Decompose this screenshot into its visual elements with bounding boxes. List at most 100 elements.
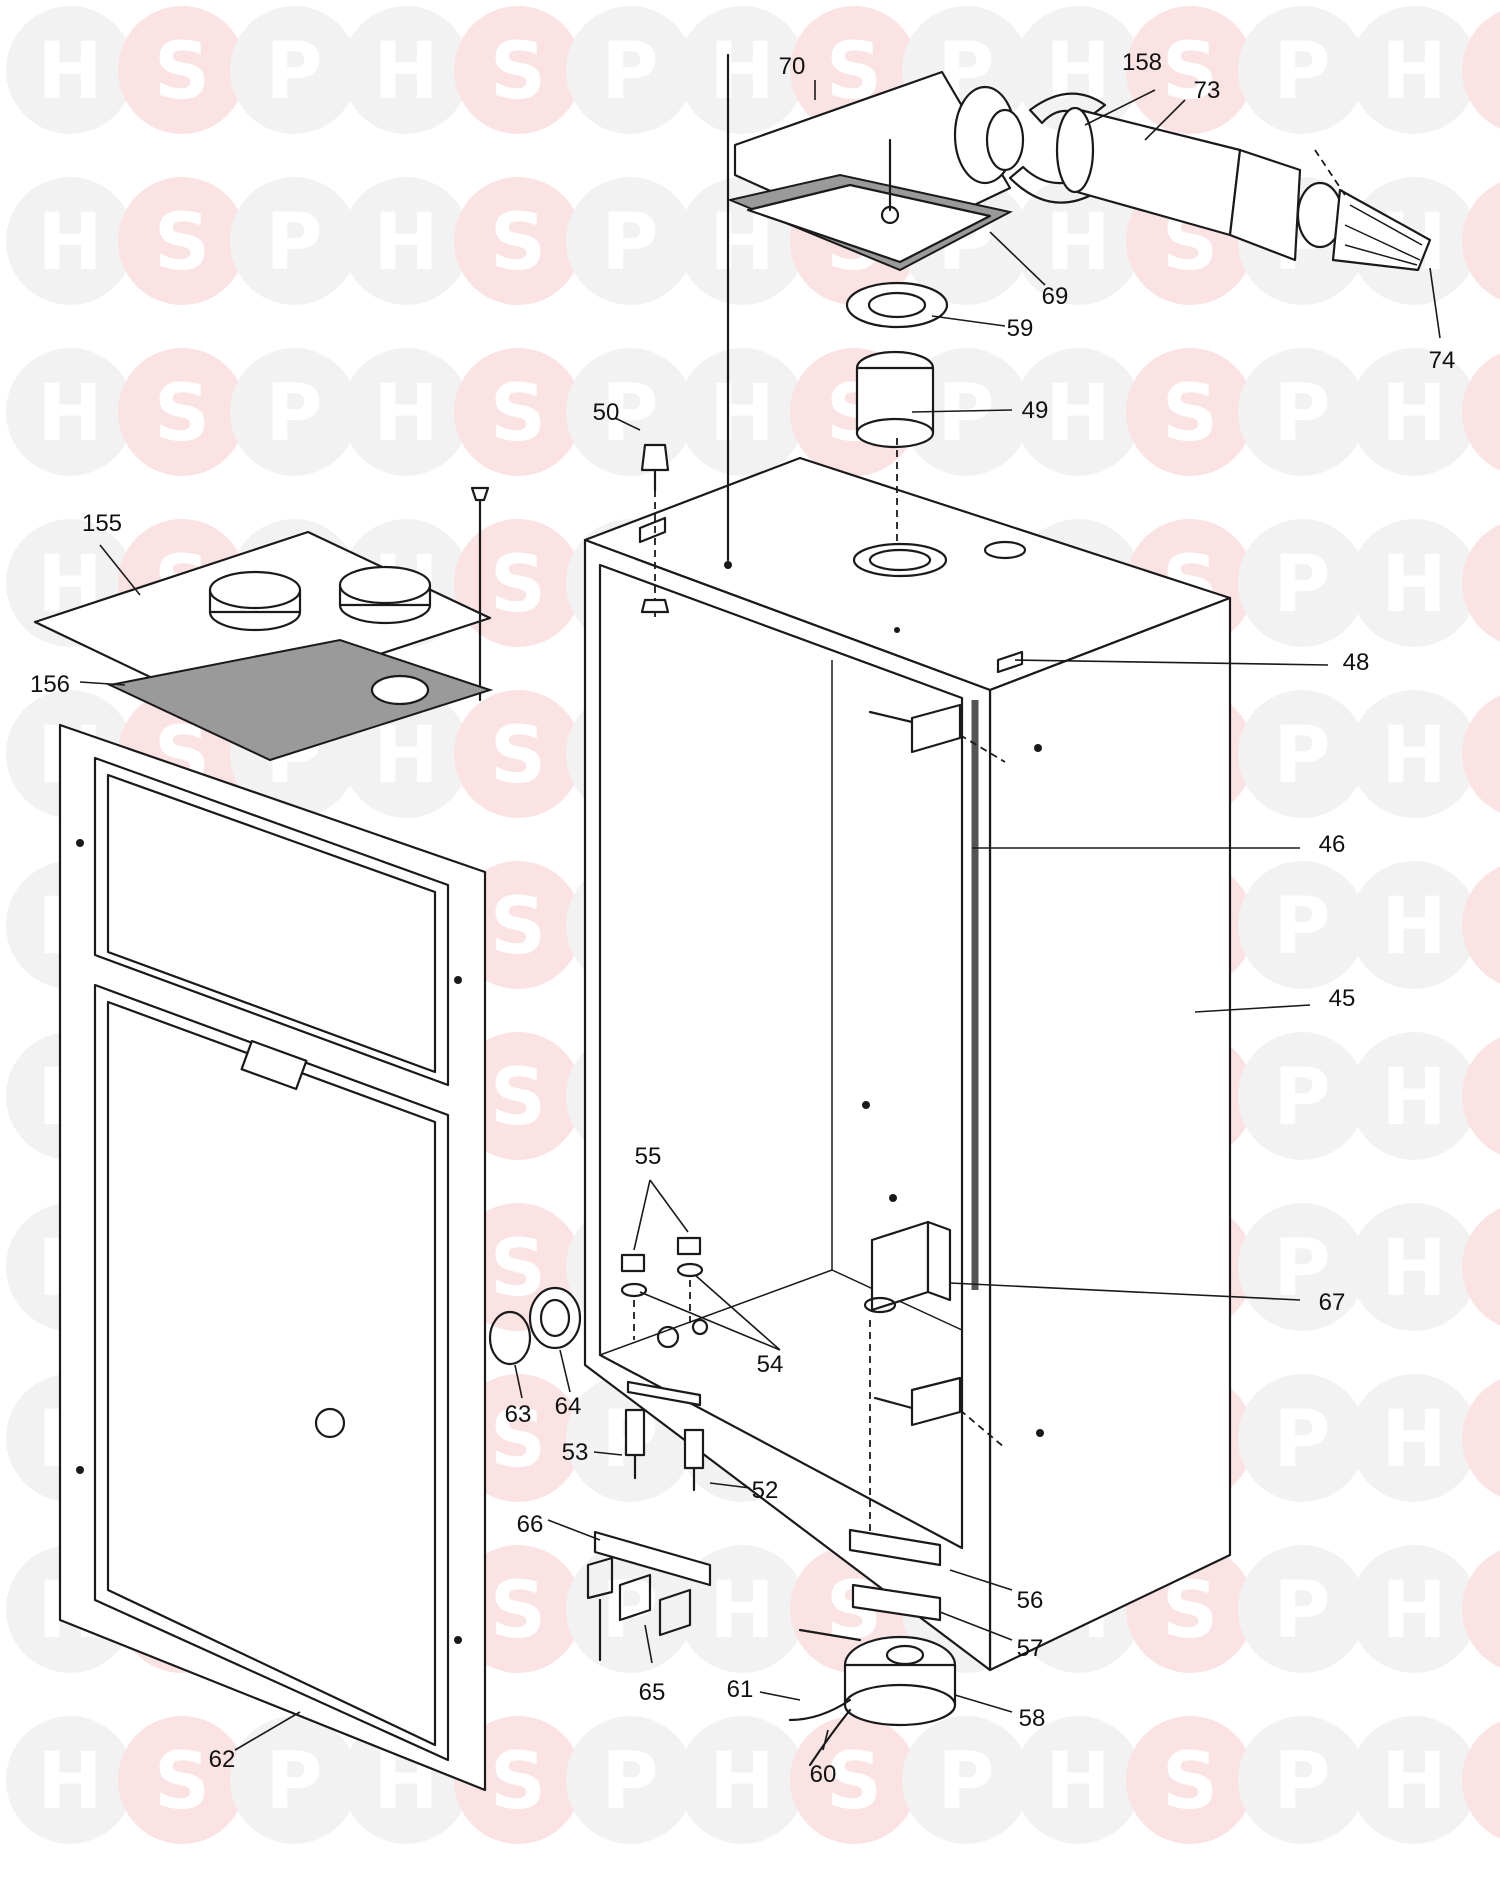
leader-lines	[79, 80, 1441, 1751]
watermark-letter: S	[154, 198, 210, 288]
watermark-letter: S	[154, 1737, 210, 1827]
watermark-circle	[230, 1716, 358, 1844]
watermark-circle	[6, 1716, 134, 1844]
watermark-letter: P	[1273, 1566, 1330, 1656]
watermark-letter: P	[1273, 540, 1330, 630]
watermark-circle	[1238, 6, 1366, 134]
watermark-letter: H	[37, 1737, 102, 1827]
watermark-circle	[1238, 1545, 1366, 1673]
watermark-circle	[1238, 1374, 1366, 1502]
watermark-circle	[454, 348, 582, 476]
watermark-circle	[1462, 695, 1500, 813]
flue-hood-70	[726, 53, 1013, 562]
watermark-circle	[1462, 1550, 1500, 1668]
watermark-letter: H	[1381, 540, 1446, 630]
watermark-circle	[1014, 348, 1142, 476]
watermark-circle	[1350, 1203, 1478, 1331]
watermark-letter: H	[1381, 1737, 1446, 1827]
watermark-circle	[1462, 182, 1500, 300]
watermark-circle	[118, 177, 246, 305]
watermark-circle	[1126, 348, 1254, 476]
label-61: 61	[727, 1676, 754, 1703]
watermark-letter: S	[1498, 1395, 1500, 1485]
watermark-circle	[1462, 524, 1500, 642]
watermark-letter: S	[490, 1395, 546, 1485]
watermark-circle	[454, 177, 582, 305]
label-63: 63	[505, 1401, 532, 1428]
watermark-circle	[566, 1716, 694, 1844]
watermark-circle	[1462, 1208, 1500, 1326]
watermark-letter: H	[1381, 27, 1446, 117]
label-64: 64	[555, 1393, 582, 1420]
watermark-letter: H	[1381, 1566, 1446, 1656]
watermark-letter: S	[490, 711, 546, 801]
watermark-letter: S	[1498, 540, 1500, 630]
label-49: 49	[1022, 397, 1049, 424]
watermark-letter: H	[1381, 1053, 1446, 1143]
watermark-circle	[230, 348, 358, 476]
part-labels: 45 46 48 49 50 52 53 54 55 56 57 58 59 6…	[30, 49, 1455, 1788]
watermark-circle	[1014, 177, 1142, 305]
label-66: 66	[517, 1511, 544, 1538]
watermark-circle	[902, 1716, 1030, 1844]
watermark-letter: H	[1381, 1395, 1446, 1485]
watermark-letter: H	[709, 369, 774, 459]
watermark-letter: S	[1498, 198, 1500, 288]
flue-pipe-73	[953, 85, 1344, 262]
label-50: 50	[593, 399, 620, 426]
watermark-circle	[118, 6, 246, 134]
watermark-letter: H	[37, 27, 102, 117]
watermark-letter: S	[1498, 882, 1500, 972]
watermark-circle	[1238, 1716, 1366, 1844]
watermark-letter: S	[1162, 1737, 1218, 1827]
label-67: 67	[1319, 1289, 1346, 1316]
watermark-circle	[1350, 1545, 1478, 1673]
watermark-letter: H	[1381, 711, 1446, 801]
watermark-circle	[6, 177, 134, 305]
watermark-circle	[1126, 1716, 1254, 1844]
watermark-letter: S	[1498, 711, 1500, 801]
watermark-circle	[1238, 1032, 1366, 1160]
label-57: 57	[1017, 1635, 1044, 1662]
label-65: 65	[639, 1679, 666, 1706]
watermark-letter: H	[37, 369, 102, 459]
watermark-circle	[1462, 353, 1500, 471]
watermark-letter: H	[1381, 369, 1446, 459]
watermark-letter: P	[1273, 1737, 1330, 1827]
watermark-letter: P	[265, 27, 322, 117]
watermark-letter: P	[601, 198, 658, 288]
watermark-circle	[678, 6, 806, 134]
label-59: 59	[1007, 315, 1034, 342]
watermark-circle	[342, 6, 470, 134]
watermark-letter: S	[490, 1566, 546, 1656]
watermark-letter: P	[937, 369, 994, 459]
watermark-circle	[1238, 519, 1366, 647]
label-158: 158	[1122, 49, 1162, 76]
watermark-letter: H	[373, 369, 438, 459]
watermark-letter: S	[1498, 1737, 1500, 1827]
watermark-circle	[678, 1716, 806, 1844]
watermark-circle	[230, 177, 358, 305]
watermark-letter: S	[154, 27, 210, 117]
watermark-circle	[566, 1545, 694, 1673]
watermark-letter: P	[601, 1737, 658, 1827]
bracket-66-pads-65	[586, 1530, 712, 1662]
gasket-156	[106, 638, 494, 762]
label-70: 70	[779, 53, 806, 80]
watermark-circle	[1462, 1379, 1500, 1497]
watermark-letter: P	[265, 369, 322, 459]
watermark-letter: S	[1498, 1566, 1500, 1656]
watermark-letter: S	[154, 369, 210, 459]
watermark-letter: S	[1162, 369, 1218, 459]
watermark-letter: P	[265, 198, 322, 288]
watermark-letter: P	[265, 1737, 322, 1827]
watermark-letter: S	[1498, 369, 1500, 459]
watermark-circle	[454, 6, 582, 134]
label-58: 58	[1019, 1705, 1046, 1732]
watermark-letter: P	[937, 1737, 994, 1827]
terminal-guard-74	[1314, 149, 1432, 272]
watermark-circle	[1238, 348, 1366, 476]
watermark-letter: S	[490, 369, 546, 459]
label-48: 48	[1343, 649, 1370, 676]
